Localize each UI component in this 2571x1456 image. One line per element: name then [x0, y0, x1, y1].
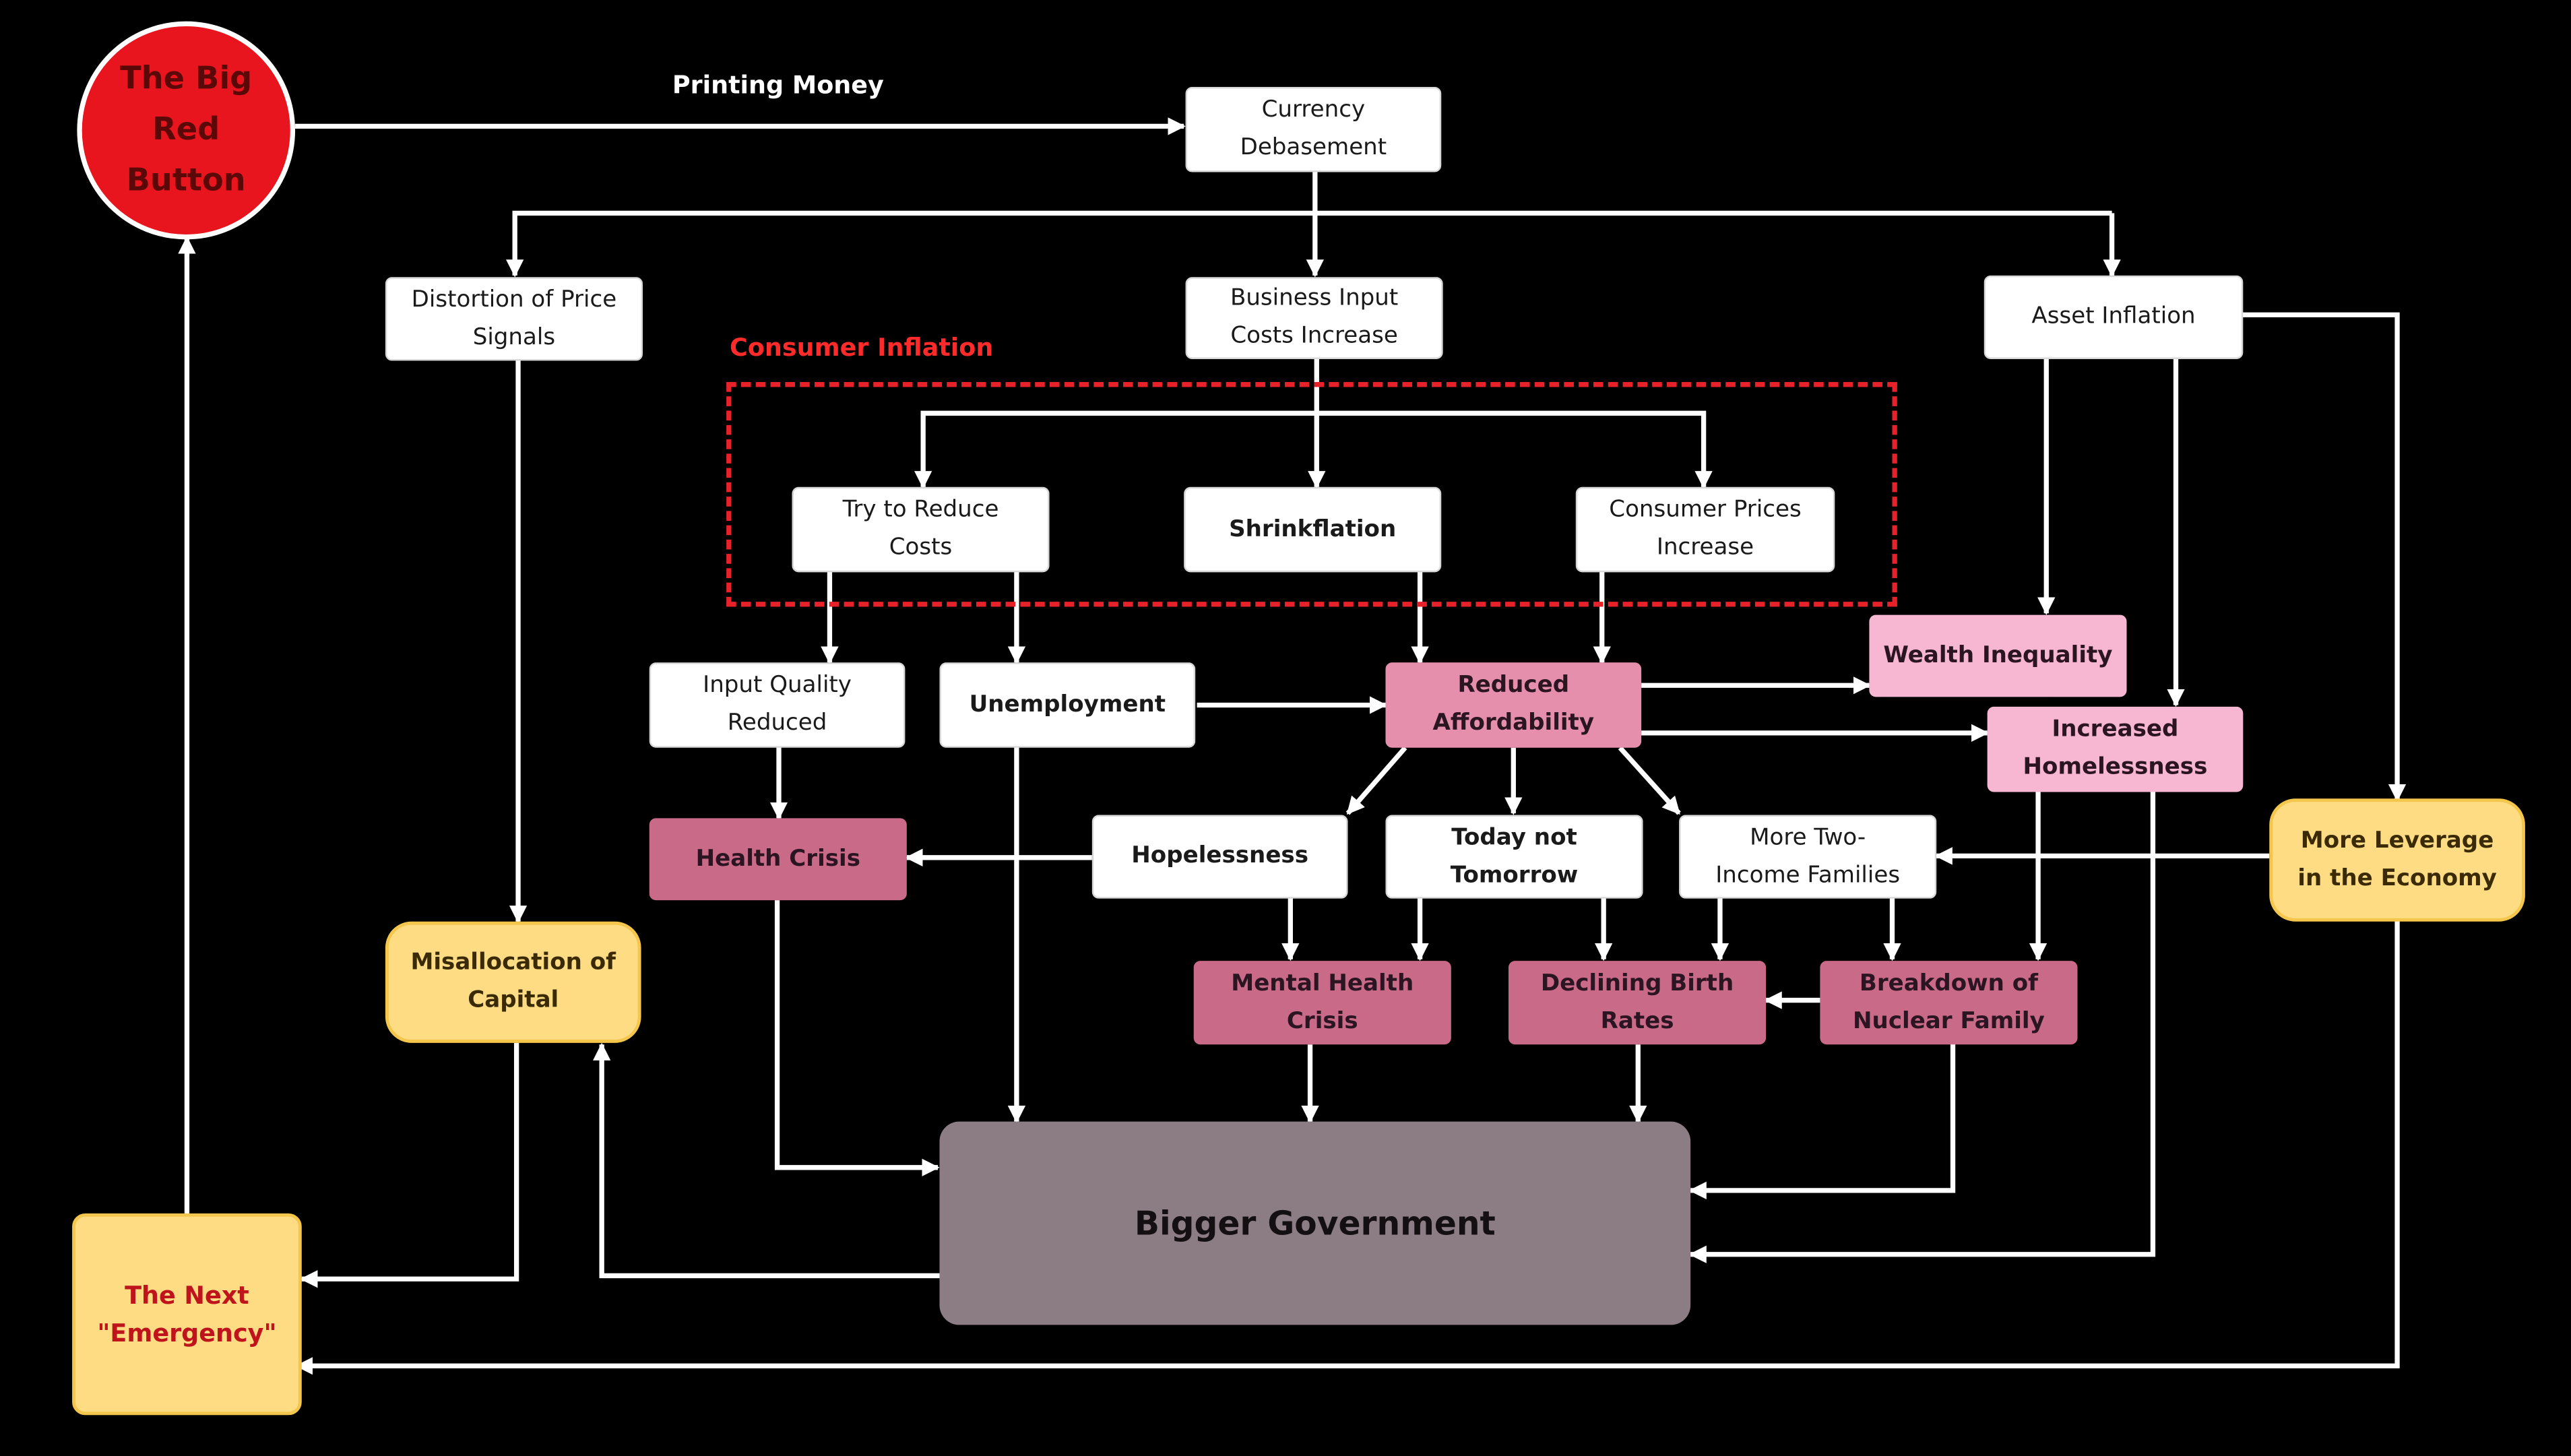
arrow-affordability-two-income	[1618, 746, 1681, 815]
wealth-inequality-box: Wealth Inequality	[1869, 614, 2127, 697]
arrow-asset-leverage	[2241, 312, 2407, 802]
input-quality-box: Input Quality Reduced	[649, 662, 906, 748]
arrow-misallocation-emergency	[300, 1042, 519, 1288]
increased-homelessness-box: Increased Homelessness	[1987, 706, 2244, 792]
big-red-button: The Big Red Button	[77, 21, 296, 240]
arrow-to-distortion	[506, 210, 2112, 278]
arrow-to-consumer-prices	[1316, 410, 1713, 489]
hopelessness-box: Hopelessness	[1091, 815, 1348, 899]
two-income-families-box: More Two- Income Families	[1679, 815, 1937, 899]
asset-inflation-box: Asset Inflation	[1983, 275, 2244, 359]
printing-money-label: Printing Money	[672, 70, 884, 100]
try-reduce-costs-box: Try to Reduce Costs	[792, 486, 1050, 573]
breakdown-nuclear-family-box: Breakdown of Nuclear Family	[1820, 961, 2078, 1045]
next-emergency-box: The Next "Emergency"	[72, 1213, 302, 1416]
reduced-affordability-box: Reduced Affordability	[1385, 662, 1642, 748]
arrow-health-gov	[774, 900, 940, 1176]
shrinkflation-box: Shrinkflation	[1184, 486, 1442, 573]
consumer-inflation-box	[726, 382, 1897, 607]
today-not-tomorrow-box: Today not Tomorrow	[1385, 815, 1643, 899]
misallocation-capital-box: Misallocation of Capital	[385, 921, 641, 1043]
arrow-breakdown-gov	[1688, 1042, 1956, 1200]
arrow-affordability-hopelessness	[1345, 746, 1407, 815]
declining-birth-rates-box: Declining Birth Rates	[1509, 961, 1767, 1045]
mental-health-crisis-box: Mental Health Crisis	[1193, 961, 1451, 1045]
consumer-inflation-label: Consumer Inflation	[729, 333, 994, 362]
bigger-government-box: Bigger Government	[939, 1121, 1691, 1325]
currency-debasement-box: Currency Debasement	[1185, 86, 1442, 172]
consumer-prices-box: Consumer Prices Increase	[1575, 486, 1835, 573]
distortion-price-signals-box: Distortion of Price Signals	[385, 277, 643, 361]
business-input-costs-box: Business Input Costs Increase	[1185, 277, 1443, 359]
arrow-gov-misallocation	[593, 1042, 940, 1279]
arrow-to-try-reduce	[914, 410, 1317, 489]
more-leverage-box: More Leverage in the Economy	[2269, 798, 2525, 922]
unemployment-box: Unemployment	[939, 662, 1196, 748]
arrow-leverage-emergency	[294, 920, 2400, 1375]
health-crisis-box: Health Crisis	[649, 818, 907, 901]
arrow-homeless-gov	[1688, 790, 2156, 1263]
